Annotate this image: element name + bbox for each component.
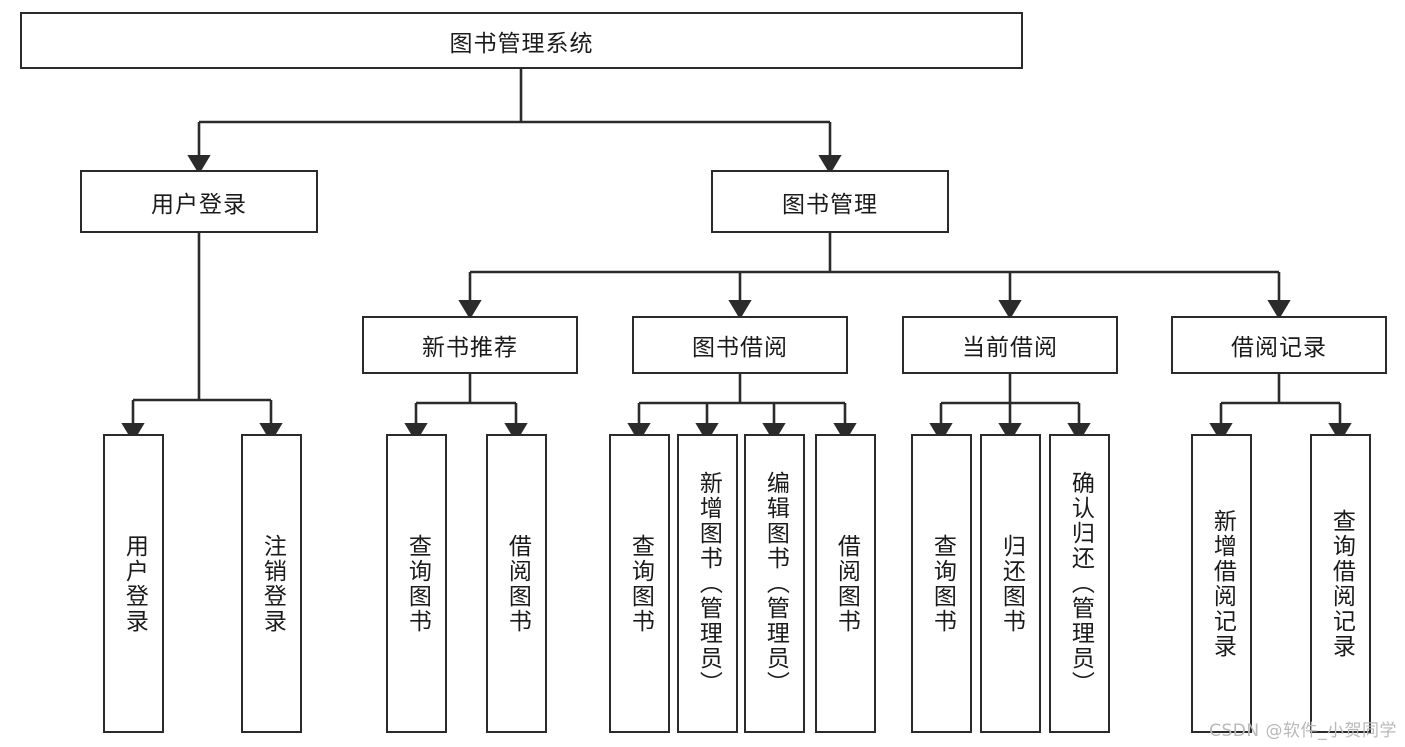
node-label: 图书管理	[782, 191, 878, 218]
watermark: CSDN @软件_小贺同学	[1209, 721, 1397, 741]
node-new-book-recommend[interactable]: 新书推荐	[362, 316, 578, 374]
node-book-management[interactable]: 图书管理	[711, 170, 949, 233]
node-label: 借阅图书	[833, 533, 860, 634]
node-label: 当前借阅	[962, 335, 1058, 361]
node-label: 查询借阅记录	[1328, 508, 1355, 659]
node-label: 图书借阅	[692, 335, 788, 361]
leaf-edit-book-admin[interactable]: 编辑图书（管理员）	[744, 434, 805, 733]
node-label: 借阅记录	[1231, 335, 1327, 361]
leaf-query-book-recommend[interactable]: 查询图书	[386, 434, 447, 733]
leaf-add-borrow-record[interactable]: 新增借阅记录	[1191, 434, 1252, 733]
node-label: 查询图书	[404, 533, 431, 634]
node-borrow-records[interactable]: 借阅记录	[1171, 316, 1387, 374]
node-label: 查询图书	[627, 533, 654, 634]
node-label: 图书管理系统	[449, 30, 594, 57]
node-label: 查询图书	[929, 533, 956, 634]
node-root[interactable]: 图书管理系统	[20, 12, 1023, 69]
leaf-add-book-admin[interactable]: 新增图书（管理员）	[677, 434, 738, 733]
node-label: 归还图书	[998, 533, 1025, 634]
node-label: 新增图书（管理员）	[695, 471, 722, 696]
leaf-return-book[interactable]: 归还图书	[980, 434, 1041, 733]
node-current-borrow[interactable]: 当前借阅	[902, 316, 1118, 374]
node-label: 新增借阅记录	[1209, 508, 1236, 659]
leaf-borrow-book[interactable]: 借阅图书	[815, 434, 876, 733]
node-book-borrow[interactable]: 图书借阅	[632, 316, 848, 374]
node-label: 用户登录	[121, 533, 148, 634]
node-label: 借阅图书	[504, 533, 531, 634]
leaf-query-borrow-record[interactable]: 查询借阅记录	[1310, 434, 1371, 733]
node-label: 新书推荐	[422, 335, 518, 361]
leaf-user-login[interactable]: 用户登录	[103, 434, 164, 733]
leaf-query-book-borrow[interactable]: 查询图书	[609, 434, 670, 733]
node-label: 用户登录	[151, 191, 247, 218]
node-label: 编辑图书（管理员）	[762, 471, 789, 696]
node-label: 确认归还（管理员）	[1067, 471, 1094, 696]
node-label: 注销登录	[259, 533, 286, 634]
leaf-borrow-book-recommend[interactable]: 借阅图书	[486, 434, 547, 733]
leaf-query-book-current[interactable]: 查询图书	[911, 434, 972, 733]
node-user-login[interactable]: 用户登录	[80, 170, 318, 233]
leaf-user-logout[interactable]: 注销登录	[241, 434, 302, 733]
leaf-confirm-return-admin[interactable]: 确认归还（管理员）	[1049, 434, 1110, 733]
